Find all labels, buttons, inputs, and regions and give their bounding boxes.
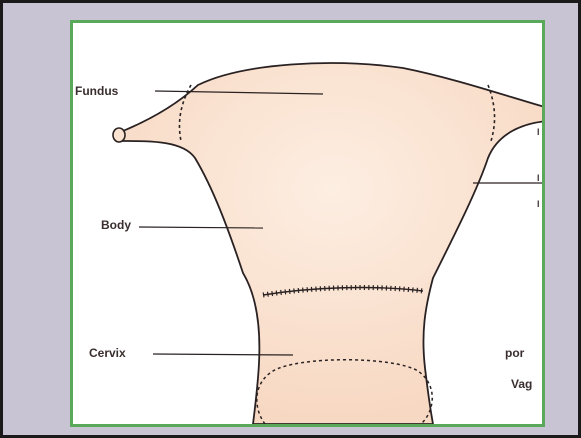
fundus-label: Fundus <box>75 84 118 98</box>
uterus-diagram <box>73 23 542 424</box>
right-partial-label-vag: Vag <box>511 377 532 391</box>
right-partial-label-por: por <box>505 346 524 360</box>
left-tube-opening <box>113 128 125 142</box>
diagram-panel: l l l Fundus Body Cervix por Vag <box>70 20 545 427</box>
right-edge-mark-2: l <box>537 173 540 183</box>
body-label: Body <box>101 218 131 232</box>
right-edge-mark-3: l <box>537 199 540 209</box>
uterus-body-shape <box>118 63 542 424</box>
right-edge-mark-1: l <box>537 127 540 137</box>
cervix-label: Cervix <box>89 346 126 360</box>
